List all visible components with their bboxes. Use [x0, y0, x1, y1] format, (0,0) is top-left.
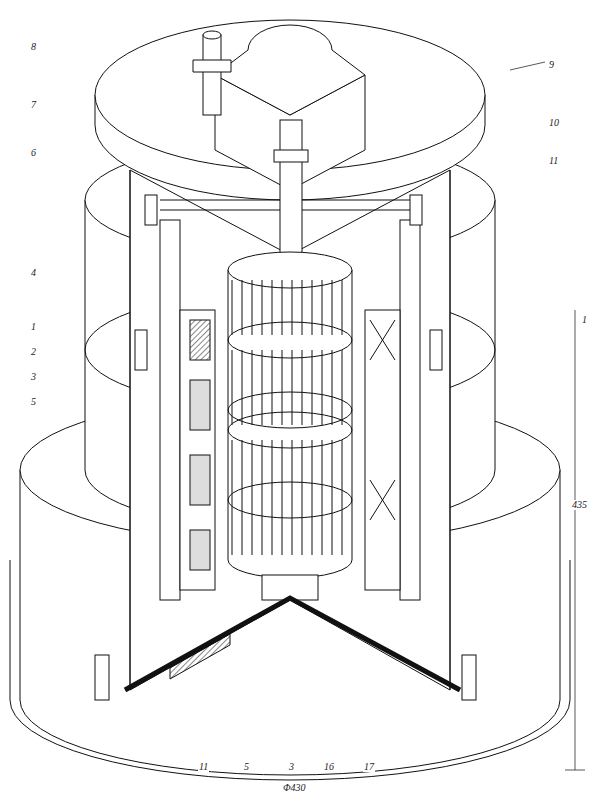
core-stave: [312, 350, 313, 425]
core-stave: [322, 280, 323, 335]
core-stave: [232, 440, 233, 555]
core-stave: [342, 350, 343, 425]
core-stave: [232, 350, 233, 425]
core-stave: [292, 440, 293, 555]
core-stave: [302, 280, 303, 335]
core-stave: [272, 440, 273, 555]
core-stave: [272, 280, 273, 335]
callout-number: 5: [30, 397, 37, 407]
core-stave: [292, 350, 293, 425]
core-stave: [292, 280, 293, 335]
callout-number: 4: [30, 268, 37, 278]
core-stave: [322, 350, 323, 425]
core-stave: [262, 280, 263, 335]
core-stave: [252, 350, 253, 425]
callout-number: 8: [30, 42, 37, 52]
callout-number: 17: [363, 762, 375, 772]
callout-number: Φ430: [282, 783, 307, 793]
core-stave: [242, 350, 243, 425]
callout-number: 5: [243, 762, 250, 772]
core-stave: [242, 280, 243, 335]
callout-number: 435: [571, 500, 588, 510]
callout-number: 11: [198, 762, 209, 772]
core-stave: [282, 350, 283, 425]
callout-number: 9: [548, 60, 555, 70]
callout-number: 3: [288, 762, 295, 772]
core-stave: [332, 440, 333, 555]
callout-number: 11: [548, 156, 559, 166]
core-stave: [232, 280, 233, 335]
core-stave: [252, 280, 253, 335]
core-stave: [312, 280, 313, 335]
core-stave: [342, 440, 343, 555]
callout-number: 16: [323, 762, 335, 772]
core-stave: [252, 440, 253, 555]
callout-number: 10: [548, 118, 560, 128]
callout-number: 3: [30, 372, 37, 382]
core-stave: [312, 440, 313, 555]
core-stave: [242, 440, 243, 555]
core-stave: [302, 350, 303, 425]
callout-number: 1: [581, 315, 588, 325]
core-stave: [282, 280, 283, 335]
callout-number: 6: [30, 148, 37, 158]
callout-number: 7: [30, 100, 37, 110]
core-stave: [272, 350, 273, 425]
core-stave: [282, 440, 283, 555]
callout-number: 1: [30, 322, 37, 332]
core-stave: [262, 350, 263, 425]
callout-number: 2: [30, 347, 37, 357]
core-stave: [342, 280, 343, 335]
core-stave: [332, 280, 333, 335]
core-stave: [322, 440, 323, 555]
core-stave: [302, 440, 303, 555]
core-stave: [332, 350, 333, 425]
core-stave: [262, 440, 263, 555]
